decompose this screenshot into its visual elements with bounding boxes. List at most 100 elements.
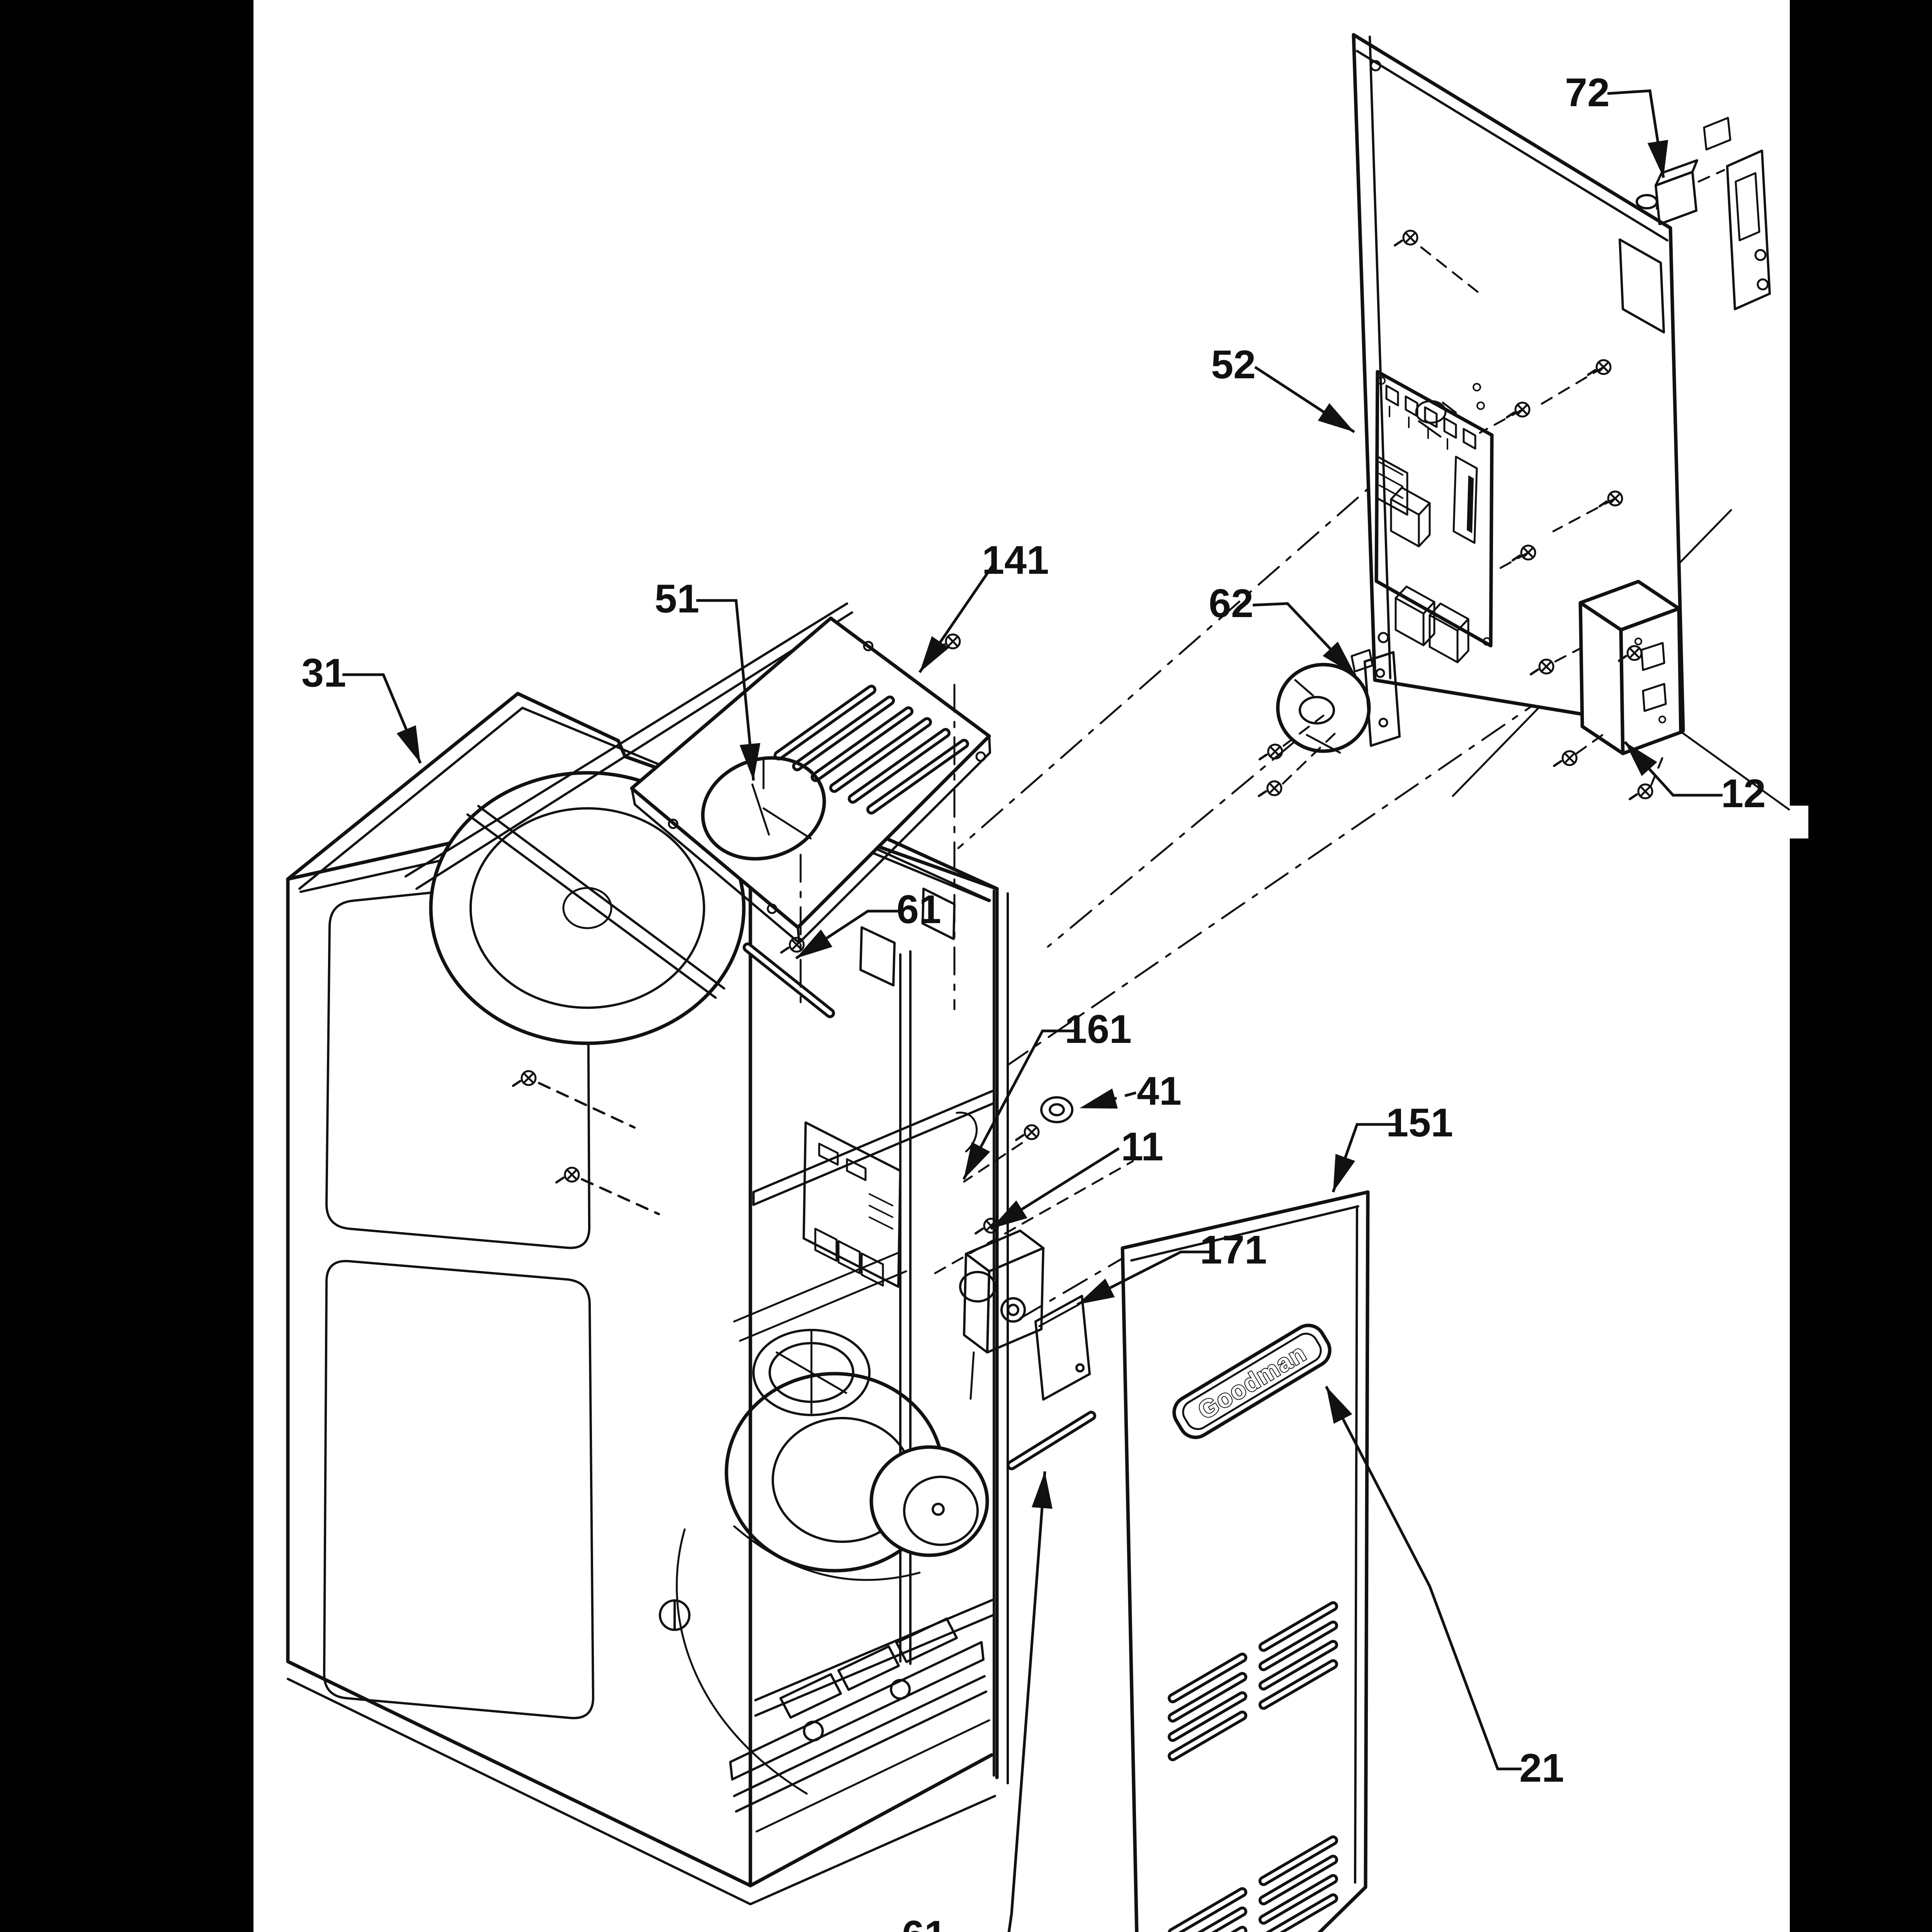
callout-41: 41	[1079, 1069, 1182, 1114]
callout-41-label: 41	[1137, 1069, 1182, 1114]
callout-61-bottom-label: 61	[902, 1913, 947, 1932]
door-louver	[1261, 1838, 1335, 1883]
callout-31: 31	[301, 651, 422, 764]
callout-61-bottom-arrowhead	[1031, 1471, 1053, 1509]
furnace-cabinet	[286, 692, 1134, 1905]
screw	[1259, 743, 1283, 760]
callout-51-arrowhead	[739, 743, 760, 781]
screw	[780, 937, 805, 954]
valve-knob	[959, 1271, 996, 1303]
door-louver	[1261, 1877, 1335, 1922]
mount-bracket	[1364, 651, 1401, 747]
screw	[1599, 490, 1623, 507]
callout-11-label: 11	[1121, 1124, 1163, 1169]
callout-171-label: 171	[1200, 1228, 1267, 1272]
callout-61-mid-arrowhead	[796, 929, 833, 958]
axis-line	[957, 254, 1636, 849]
interior-control-board	[803, 1121, 901, 1288]
burner-assembly	[729, 1617, 990, 1833]
relay	[1390, 486, 1431, 548]
motor-mount-62	[1276, 649, 1401, 785]
callout-72-arrowhead	[1647, 139, 1668, 178]
door-louver	[1261, 1643, 1335, 1688]
door-louver	[1271, 1896, 1335, 1932]
door-louver	[1170, 1713, 1245, 1759]
top-panel-louver	[813, 709, 911, 779]
callout-141-arrowhead	[920, 636, 949, 672]
callout-12-arrowhead	[1625, 742, 1657, 776]
front-door-151: Goodman	[1121, 1190, 1370, 1932]
callout-51-leader	[696, 599, 755, 781]
callout-72: 72	[1565, 70, 1668, 178]
interior-shelf	[752, 1089, 995, 1206]
door-louver	[1261, 1857, 1335, 1903]
callout-161-arrowhead	[964, 1142, 990, 1179]
relay	[1429, 602, 1469, 663]
callout-61-mid-label: 61	[896, 887, 941, 932]
screw	[1530, 658, 1554, 675]
door-louver	[1170, 1655, 1245, 1701]
callout-161-leader	[962, 1029, 1076, 1180]
callout-171: 171	[1077, 1228, 1267, 1306]
callout-52: 52	[1211, 342, 1355, 433]
callout-161-label: 161	[1065, 1007, 1132, 1052]
callout-161: 161	[962, 1007, 1132, 1180]
screw	[1394, 230, 1418, 247]
callout-21: 21	[1325, 1386, 1564, 1791]
axis-line	[1047, 708, 1335, 948]
callout-21-arrowhead	[1326, 1386, 1352, 1424]
callout-72-label: 72	[1565, 70, 1610, 115]
connector-block	[1375, 455, 1408, 516]
panel-centerlines	[799, 684, 956, 1010]
callout-151-label: 151	[1386, 1100, 1453, 1145]
callout-151: 151	[1332, 1100, 1453, 1193]
callout-31-label: 31	[301, 651, 346, 696]
gas-manifold	[733, 1675, 987, 1813]
callout-31-arrowhead	[396, 725, 420, 763]
blower-wheel	[429, 771, 746, 1045]
top-panel-louver	[776, 687, 874, 758]
back-wall-cutout	[859, 926, 896, 986]
inducer-motor	[869, 1445, 989, 1557]
door-louver	[1261, 1604, 1335, 1649]
callout-41-arrowhead	[1080, 1088, 1118, 1109]
screw	[1258, 780, 1282, 797]
top-panel-louver	[832, 720, 929, 790]
relay	[1395, 585, 1435, 646]
gas-valve	[934, 1111, 1134, 1400]
badge-outline	[1172, 1323, 1332, 1439]
callout-141-label: 141	[982, 538, 1049, 583]
sheet-notch	[1790, 806, 1808, 838]
callout-51-label: 51	[655, 577, 699, 621]
screw	[1015, 1124, 1040, 1141]
screw	[512, 1070, 537, 1087]
switch-bracket	[1726, 150, 1771, 310]
callout-51: 51	[655, 577, 760, 781]
callout-12-label: 12	[1721, 771, 1766, 816]
cabinet-interior	[752, 888, 995, 1717]
panel-face	[1352, 33, 1685, 733]
dip-component	[1452, 456, 1478, 544]
callout-61-bottom: 61	[902, 1471, 1053, 1932]
callout-11-arrowhead	[991, 1200, 1027, 1229]
door-louver	[1261, 1662, 1335, 1707]
callout-171-arrowhead	[1077, 1278, 1115, 1304]
callout-61-bottom-leader	[1007, 1471, 1046, 1932]
callout-62: 62	[1209, 581, 1357, 677]
callout-12: 12	[1624, 741, 1766, 816]
door-louver	[1261, 1623, 1335, 1668]
left-panel-screw-leads	[538, 1082, 660, 1215]
callout-141: 141	[918, 538, 1049, 673]
screws-layer	[512, 230, 1653, 1235]
burners	[779, 1617, 958, 1719]
top-panel-louver	[869, 742, 966, 812]
outlet-slots	[1640, 642, 1667, 712]
axis-line	[1019, 1252, 1133, 1320]
junction-box-12	[1554, 580, 1683, 787]
back-wall-cutout	[922, 888, 956, 940]
door-face	[1121, 1190, 1370, 1932]
top-panel-louver	[795, 698, 892, 769]
door-louvers	[1168, 1601, 1338, 1932]
